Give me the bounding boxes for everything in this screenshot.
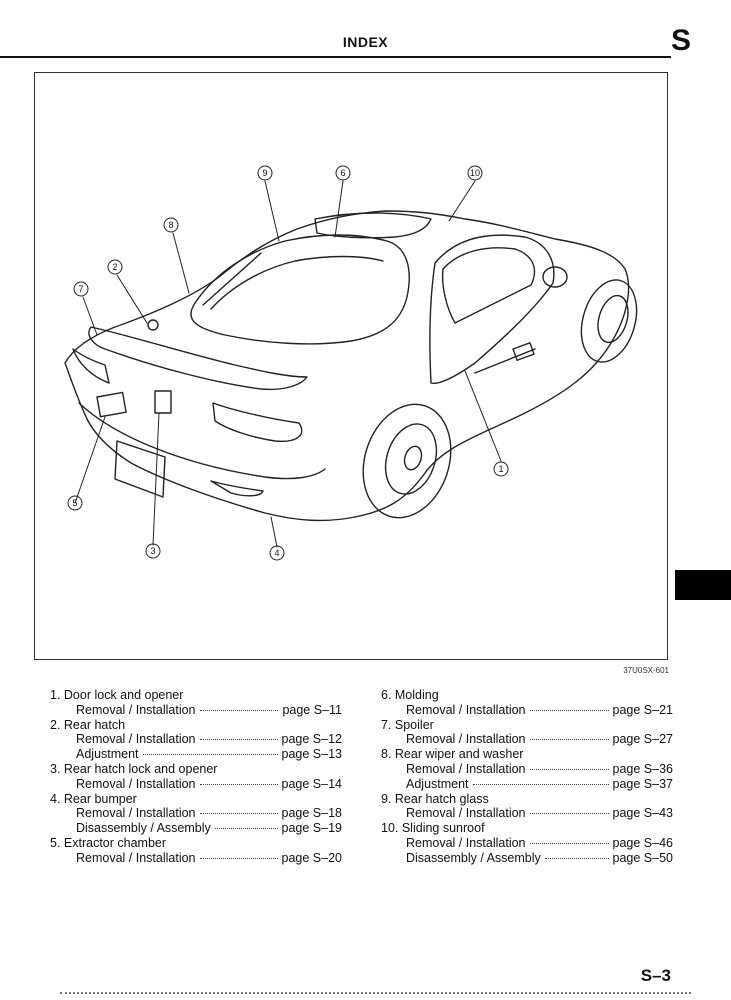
- index-entry-title: 5. Extractor chamber: [50, 835, 167, 850]
- index-entry-title: 4. Rear bumper: [50, 791, 137, 806]
- dot-leader: [199, 813, 278, 815]
- index-entry-title: 8. Rear wiper and washer: [381, 747, 524, 762]
- dot-leader: [529, 709, 609, 711]
- page-reference: page S–27: [612, 732, 673, 747]
- header-rule: [0, 56, 671, 58]
- sub-entry-label: Removal / Installation: [406, 761, 526, 776]
- callout-3: 3: [150, 546, 155, 556]
- dot-leader: [529, 768, 609, 770]
- index-entry-title: 1. Door lock and opener: [50, 688, 184, 702]
- page-reference: page S–36: [612, 761, 673, 776]
- index-sub-entry: Disassembly / Assembly page S–50: [381, 851, 673, 866]
- index-sub-entry: Removal / Installation page S–14: [50, 777, 342, 792]
- page-reference: page S–50: [612, 850, 673, 865]
- scan-artifact-line: [60, 992, 691, 996]
- car-illustration-frame: 9 6 10 8 2 7 1 5 3 4: [34, 72, 668, 660]
- callout-4: 4: [274, 548, 279, 558]
- page-reference: page S–18: [281, 806, 342, 821]
- section-tab-marker: [675, 570, 731, 600]
- callout-6: 6: [340, 168, 345, 178]
- page-reference: page S–13: [281, 747, 342, 762]
- dot-leader: [199, 783, 278, 785]
- page-title: INDEX: [342, 34, 389, 50]
- dot-leader: [529, 813, 609, 815]
- callout-9: 9: [262, 168, 267, 178]
- callout-7: 7: [78, 284, 83, 294]
- index-sub-entry: Removal / Installation page S–43: [381, 806, 673, 821]
- callout-1: 1: [498, 464, 503, 474]
- dot-leader: [472, 783, 609, 785]
- dot-leader: [214, 828, 278, 830]
- page-reference: page S–20: [281, 850, 342, 865]
- callout-5: 5: [72, 498, 77, 508]
- sub-entry-label: Removal / Installation: [76, 806, 196, 821]
- page-reference: page S–21: [612, 702, 673, 717]
- index-sub-entry: Removal / Installation page S–27: [381, 732, 673, 747]
- page-reference: page S–37: [612, 776, 673, 791]
- dot-leader: [199, 739, 278, 741]
- sub-entry-label: Adjustment: [406, 776, 469, 791]
- sub-entry-label: Removal / Installation: [76, 850, 196, 865]
- sub-entry-label: Removal / Installation: [76, 732, 196, 747]
- index-sub-entry: Removal / Installation page S–21: [381, 703, 673, 718]
- page-number: S–3: [640, 966, 671, 985]
- index-sub-entry: Removal / Installation page S–12: [50, 732, 342, 747]
- index-sub-entry: Removal / Installation page S–18: [50, 806, 342, 821]
- index-entry-title: 2. Rear hatch: [50, 717, 126, 732]
- sub-entry-label: Removal / Installation: [406, 732, 526, 747]
- sub-entry-label: Disassembly / Assembly: [406, 850, 541, 865]
- car-illustration: 9 6 10 8 2 7 1 5 3 4: [64, 165, 638, 561]
- dot-leader: [142, 754, 278, 756]
- page-reference: page S–19: [281, 821, 342, 836]
- sub-entry-label: Removal / Installation: [76, 702, 196, 717]
- sub-entry-label: Removal / Installation: [406, 835, 526, 850]
- index-entry-title: 3. Rear hatch lock and opener: [50, 761, 218, 776]
- page-reference: page S–11: [282, 702, 342, 717]
- index-sub-entry: Removal / Installation page S–46: [381, 836, 673, 851]
- index-sub-entry: Adjustment page S–37: [381, 777, 673, 792]
- callout-8: 8: [168, 220, 173, 230]
- index-entry-title: 9. Rear hatch glass: [381, 791, 489, 806]
- index-entry-title: 10. Sliding sunroof: [381, 821, 485, 836]
- index-sub-entry: Disassembly / Assembly page S–19: [50, 821, 342, 836]
- dot-leader: [529, 842, 609, 844]
- sub-entry-label: Removal / Installation: [406, 702, 526, 717]
- index-sub-entry: Removal / Installation page S–20: [50, 851, 342, 866]
- dot-leader: [199, 857, 278, 859]
- page-reference: page S–43: [612, 806, 673, 821]
- sub-entry-label: Removal / Installation: [76, 776, 196, 791]
- index-sub-entry: Adjustment page S–13: [50, 747, 342, 762]
- page-reference: page S–46: [612, 835, 673, 850]
- callout-2: 2: [112, 262, 117, 272]
- sub-entry-label: Removal / Installation: [406, 806, 526, 821]
- dot-leader: [544, 857, 609, 859]
- sub-entry-label: Adjustment: [76, 747, 139, 762]
- index-entry-title: 7. Spoiler: [381, 717, 434, 732]
- section-letter: S: [670, 24, 691, 57]
- index-sub-entry: Removal / Installation page S–36: [381, 762, 673, 777]
- figure-code: 37U0SX-601: [623, 666, 669, 675]
- sub-entry-label: Disassembly / Assembly: [76, 821, 211, 836]
- dot-leader: [529, 739, 609, 741]
- callout-10: 10: [470, 168, 480, 178]
- index-entry-title: 6. Molding: [381, 688, 439, 702]
- index-sub-entry: Removal / Installation page S–11: [50, 703, 342, 718]
- page-reference: page S–14: [281, 776, 342, 791]
- dot-leader: [199, 709, 279, 711]
- page-reference: page S–12: [281, 732, 342, 747]
